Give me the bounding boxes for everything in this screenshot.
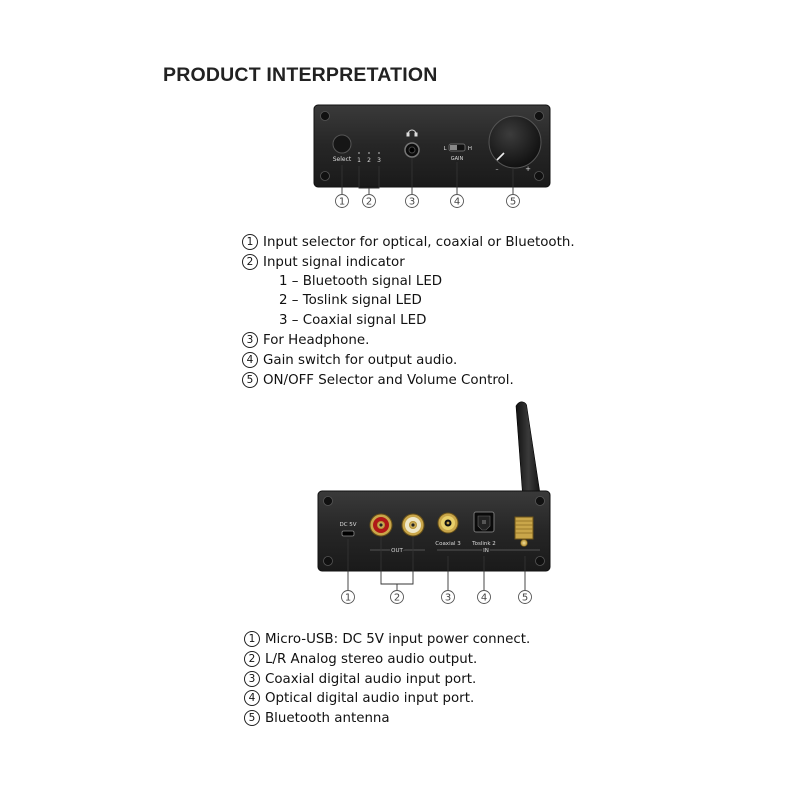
gain-high-label: H: [468, 146, 472, 152]
list-item: 1 Input selector for optical, coaxial or…: [242, 234, 575, 250]
led-number: 1: [357, 157, 361, 164]
list-text: 3 – Coaxial signal LED: [279, 313, 427, 328]
list-text: Input signal indicator: [263, 254, 405, 270]
list-text: For Headphone.: [263, 332, 370, 348]
callout-number: 5: [522, 593, 528, 604]
list-item: 4 Optical digital audio input port.: [244, 690, 474, 706]
callout-number: 1: [345, 593, 351, 604]
page-title: PRODUCT INTERPRETATION: [163, 64, 438, 86]
led-number: 2: [367, 157, 371, 164]
select-button[interactable]: [332, 134, 352, 154]
led-indicators: 1 2 3: [357, 152, 381, 164]
list-item: 1 Micro-USB: DC 5V input power connect.: [244, 631, 530, 647]
list-subitem: 2 – Toslink signal LED: [279, 293, 422, 308]
back-callout-lines: [347, 537, 526, 590]
toslink-label: Toslink 2: [471, 541, 496, 547]
list-number: 3: [242, 332, 258, 348]
list-number: 5: [242, 372, 258, 388]
front-callout-lines: [341, 158, 514, 194]
select-label: Select: [333, 156, 352, 163]
gain-label: GAIN: [451, 156, 464, 162]
list-text: Micro-USB: DC 5V input power connect.: [265, 631, 531, 647]
list-item: 2 L/R Analog stereo audio output.: [244, 651, 477, 667]
list-text: L/R Analog stereo audio output.: [265, 651, 478, 667]
in-label: IN: [483, 548, 489, 554]
front-callouts: 1 2 3 4 5: [335, 194, 520, 208]
list-text: Input selector for optical, coaxial or B…: [263, 234, 575, 250]
list-item: 3 Coaxial digital audio input port.: [244, 671, 476, 687]
list-item: 4 Gain switch for output audio.: [242, 352, 457, 368]
toslink-input-port[interactable]: [473, 511, 495, 533]
micro-usb-port[interactable]: [341, 530, 355, 537]
front-panel: Select 1 2 3 L H GAIN – +: [313, 104, 551, 188]
list-number: 5: [244, 710, 260, 726]
screw-icon: [323, 496, 545, 566]
list-item: 5 Bluetooth antenna: [244, 710, 390, 726]
list-text: 2 – Toslink signal LED: [279, 293, 422, 308]
coaxial-label: Coaxial 3: [435, 541, 461, 547]
volume-knob[interactable]: [488, 115, 542, 169]
callout-number: 5: [510, 197, 516, 208]
callout-number: 1: [339, 197, 345, 208]
out-label: OUT: [391, 548, 403, 554]
back-panel: DC 5V OUT Coaxial 3: [317, 401, 551, 572]
callout-number: 3: [445, 593, 451, 604]
callout-number: 2: [394, 593, 400, 604]
volume-minus: –: [496, 166, 499, 173]
callout-number: 4: [481, 593, 487, 604]
list-item: 3 For Headphone.: [242, 332, 369, 348]
list-subitem: 1 – Bluetooth signal LED: [279, 274, 442, 289]
coaxial-input-port[interactable]: [437, 512, 459, 534]
list-item: 2 Input signal indicator: [242, 254, 405, 270]
list-number: 1: [244, 631, 260, 647]
gain-low-label: L: [443, 146, 447, 152]
headphone-icon: [406, 129, 418, 137]
callout-number: 3: [409, 197, 415, 208]
callout-number: 4: [454, 197, 460, 208]
volume-plus: +: [525, 165, 531, 173]
antenna-connector: [514, 516, 534, 547]
dc-label: DC 5V: [339, 522, 356, 528]
list-text: 1 – Bluetooth signal LED: [279, 274, 443, 289]
list-number: 3: [244, 671, 260, 687]
list-item: 5 ON/OFF Selector and Volume Control.: [242, 372, 514, 388]
screw-icon: [320, 111, 544, 181]
list-number: 4: [244, 690, 260, 706]
list-text: ON/OFF Selector and Volume Control.: [263, 372, 514, 388]
list-text: Optical digital audio input port.: [265, 690, 475, 706]
list-number: 2: [242, 254, 258, 270]
list-text: Bluetooth antenna: [265, 710, 390, 726]
rca-output-left[interactable]: [369, 513, 393, 537]
list-text: Gain switch for output audio.: [263, 352, 458, 368]
list-number: 4: [242, 352, 258, 368]
list-subitem: 3 – Coaxial signal LED: [279, 313, 426, 328]
list-text: Coaxial digital audio input port.: [265, 671, 477, 687]
callout-number: 2: [366, 197, 372, 208]
rca-output-right[interactable]: [401, 513, 425, 537]
led-number: 3: [377, 157, 381, 164]
list-number: 2: [244, 651, 260, 667]
list-number: 1: [242, 234, 258, 250]
back-callouts: 1 2 3 4 5: [341, 590, 532, 604]
